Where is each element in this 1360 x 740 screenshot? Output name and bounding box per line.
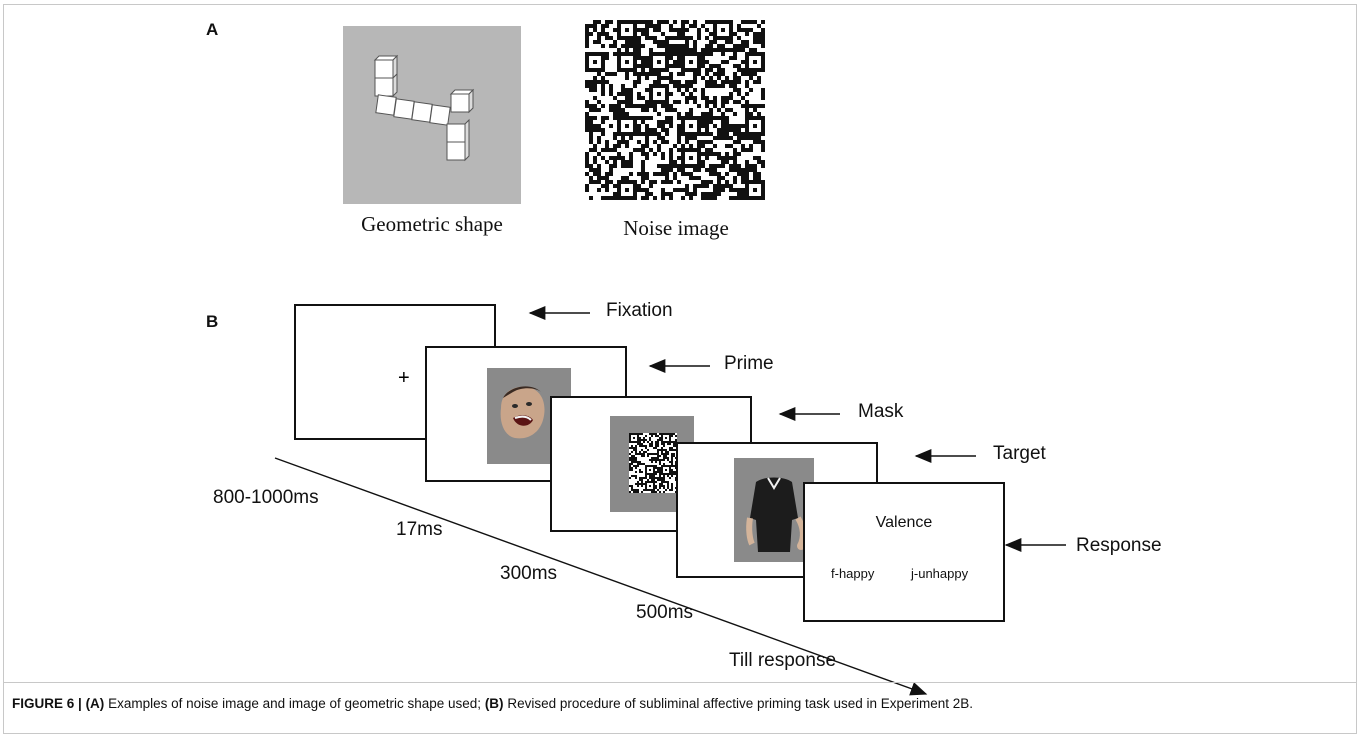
figure-number: FIGURE 6 | — [12, 696, 82, 711]
target-duration: 500ms — [636, 602, 694, 623]
panel-b-letter: B — [206, 312, 219, 331]
target-label: Target — [993, 443, 1046, 464]
geometric-shape-caption: Geometric shape — [361, 212, 503, 236]
mask-duration: 300ms — [500, 563, 558, 584]
response-option-unhappy: j-unhappy — [911, 566, 969, 581]
noise-pattern — [585, 20, 765, 200]
prime-duration: 17ms — [396, 519, 443, 540]
caption-part-b-label: (B) — [484, 696, 504, 711]
response-label: Response — [1076, 535, 1162, 556]
geometric-shape-image — [343, 26, 521, 204]
cube-figure — [373, 54, 475, 162]
target-screen — [676, 442, 878, 578]
face-icon — [500, 386, 545, 439]
mask-screen — [550, 396, 752, 532]
target-body-image — [734, 458, 814, 562]
body-icon — [746, 477, 806, 552]
time-axis-arrow — [274, 457, 928, 696]
mask-label: Mask — [858, 401, 904, 422]
fixation-cross: + — [398, 367, 410, 389]
mask-noise-image — [629, 433, 677, 493]
response-duration: Till response — [729, 650, 837, 671]
mask-noise-pattern — [629, 433, 677, 493]
caption-divider — [3, 682, 1357, 683]
caption-part-a-label: (A) — [85, 696, 105, 711]
response-title: Valence — [875, 514, 933, 531]
response-option-happy: f-happy — [831, 566, 875, 581]
fixation-duration: 800-1000ms — [213, 487, 319, 508]
figure-caption: FIGURE 6 | (A) Examples of noise image a… — [12, 696, 973, 711]
noise-image-caption: Noise image — [623, 216, 729, 240]
panel-a-letter: A — [206, 20, 219, 39]
caption-part-a-text: Examples of noise image and image of geo… — [108, 696, 482, 711]
fixation-label: Fixation — [606, 300, 673, 321]
prime-label: Prime — [724, 353, 774, 374]
noise-image — [585, 20, 767, 202]
response-screen: Valence f-happy j-unhappy — [803, 482, 1005, 622]
caption-part-b-text: Revised procedure of subliminal affectiv… — [507, 696, 974, 711]
